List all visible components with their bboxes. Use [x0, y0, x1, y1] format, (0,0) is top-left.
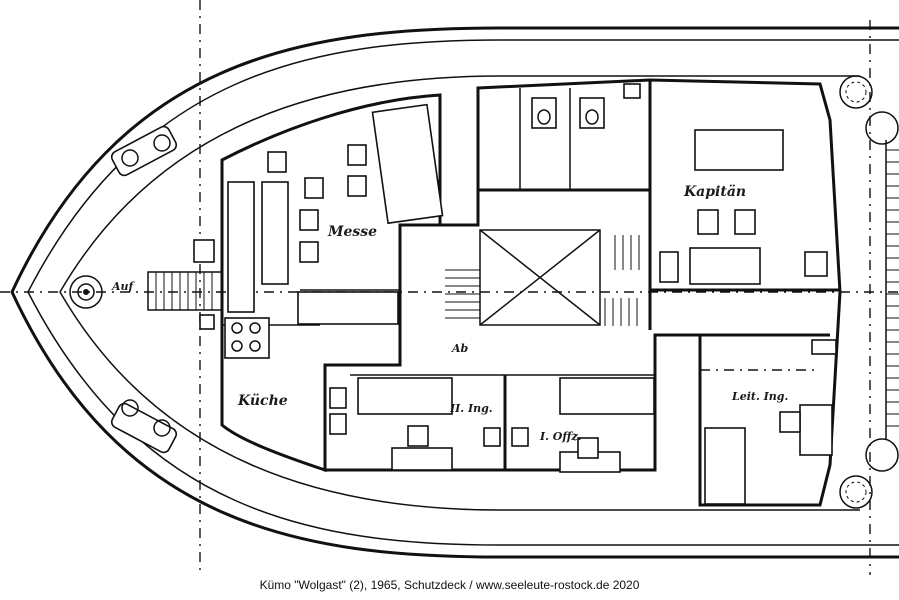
- locker: [329, 413, 347, 435]
- hull-inner-line: [27, 39, 899, 546]
- chair: [697, 209, 719, 235]
- chair: [577, 437, 599, 459]
- chair: [804, 251, 828, 277]
- bollard: [110, 125, 178, 177]
- anchor-windlass: [69, 275, 103, 309]
- locker: [483, 427, 501, 447]
- desk: [689, 247, 761, 285]
- chair: [779, 411, 801, 433]
- bollard: [845, 481, 867, 503]
- stair-label-ab: Ab: [451, 342, 469, 355]
- bollard: [865, 438, 899, 472]
- stove-plate: [231, 340, 243, 352]
- bulwark-line: [59, 75, 860, 511]
- chair: [299, 241, 319, 263]
- desk: [391, 447, 453, 471]
- chair: [407, 425, 429, 447]
- stair-diagonal: [479, 229, 601, 326]
- figure-caption: Kümo "Wolgast" (2), 1965, Schutzdeck / w…: [259, 578, 640, 592]
- bench: [227, 181, 255, 313]
- anchor-windlass: [77, 283, 95, 301]
- chair: [347, 144, 367, 166]
- bollard: [845, 81, 867, 103]
- room-label-messe: Messe: [327, 224, 377, 240]
- room-label-kapitaen: Kapitän: [683, 184, 746, 200]
- stair-treads: [604, 298, 638, 326]
- room-label-i-offz: I. Offz.: [539, 430, 582, 443]
- bow-stair: [147, 271, 223, 311]
- anchor-windlass: [83, 289, 89, 295]
- wc: [531, 97, 557, 129]
- chair: [734, 209, 756, 235]
- desk: [799, 404, 833, 456]
- room-label-kueche: Küche: [237, 393, 288, 409]
- locker: [329, 387, 347, 409]
- hull-outline: [10, 26, 899, 559]
- deckhouse-outline: [220, 93, 442, 473]
- room-label-leit-ing: Leit. Ing.: [731, 390, 788, 403]
- stove-plate: [249, 340, 261, 352]
- stove-plate: [231, 322, 243, 334]
- wc: [579, 97, 605, 129]
- stair-treads: [614, 235, 640, 270]
- cabinet: [659, 251, 679, 283]
- bollard: [839, 75, 873, 109]
- bollard: [865, 111, 899, 145]
- bollard: [153, 419, 171, 437]
- hatch-grid: [886, 149, 899, 427]
- wc-bowl: [585, 109, 599, 125]
- bunk: [694, 129, 784, 171]
- sink: [623, 83, 641, 99]
- bow-stair-treads: [155, 272, 213, 310]
- bunk: [357, 377, 453, 415]
- cabinet: [193, 239, 215, 263]
- bollard: [839, 475, 873, 509]
- stove-plate: [249, 322, 261, 334]
- sideboard: [297, 291, 399, 325]
- chair: [299, 209, 319, 231]
- bench: [261, 181, 289, 285]
- bunk: [704, 427, 746, 505]
- stove: [224, 317, 270, 359]
- locker: [511, 427, 529, 447]
- table: [371, 103, 444, 225]
- bollard: [121, 399, 139, 417]
- bunk: [559, 377, 655, 415]
- bollard: [121, 149, 139, 167]
- stair-label-auf: Auf: [111, 280, 136, 293]
- chair: [267, 151, 287, 173]
- stair-treads: [445, 269, 480, 319]
- deck-plan-drawing: Messe Küche Kapitän II. Ing. I. Offz. Le…: [0, 0, 899, 575]
- room-label-ii-ing: II. Ing.: [449, 402, 493, 415]
- bollard: [153, 134, 171, 152]
- chair: [347, 175, 367, 197]
- chair: [304, 177, 324, 199]
- cabinet: [199, 314, 215, 330]
- wc-bowl: [537, 109, 551, 125]
- cabinet: [811, 339, 837, 355]
